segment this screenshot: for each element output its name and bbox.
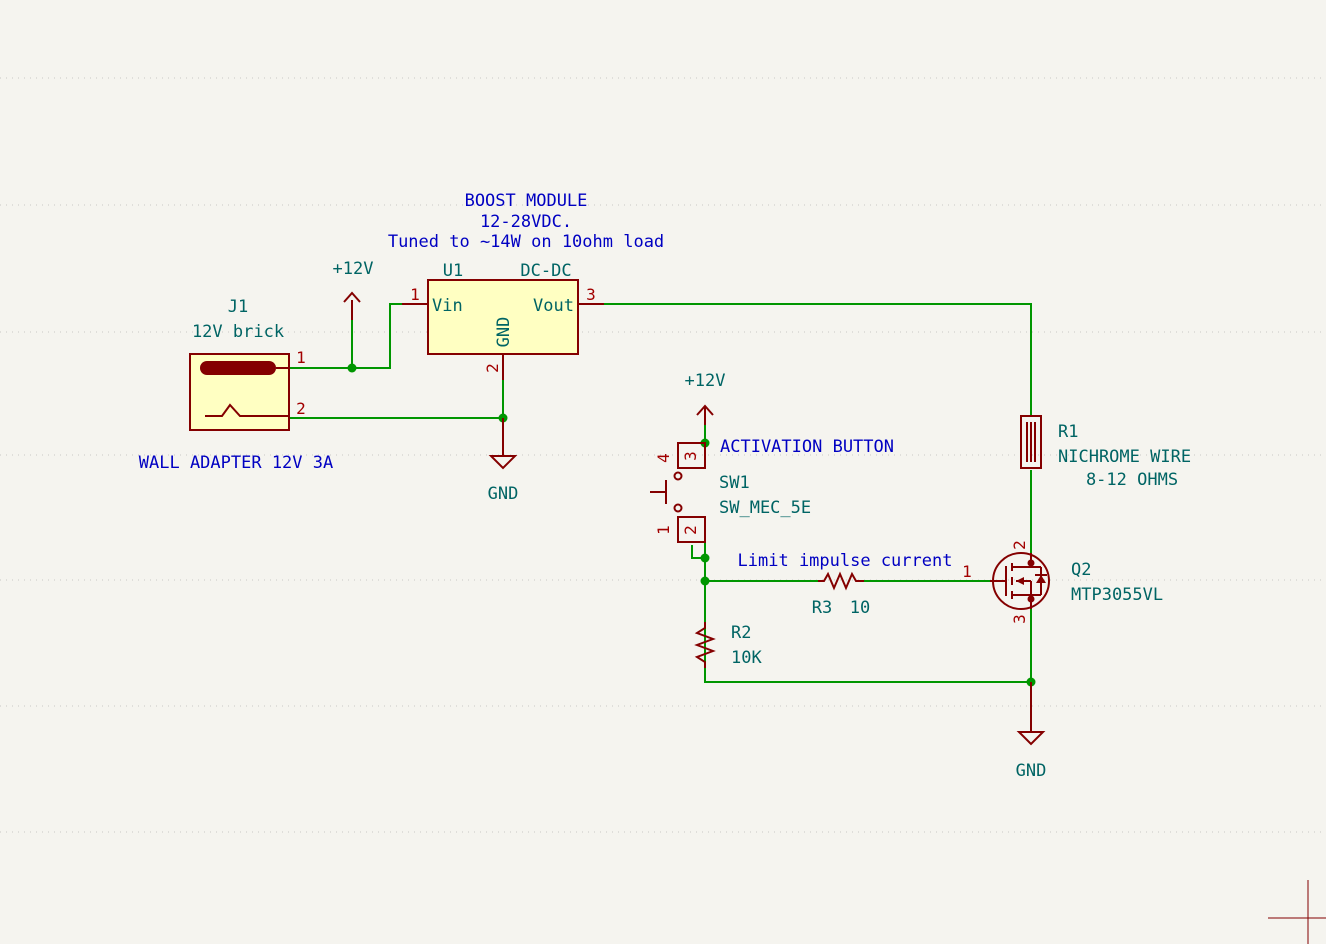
jack-center-pin: [200, 361, 276, 375]
wire-vout-to-r1[interactable]: [578, 303, 1032, 416]
ground-symbol[interactable]: [488, 418, 518, 470]
note-boost-line3: Tuned to ~14W on 10ohm load: [388, 232, 664, 252]
ground-symbol[interactable]: [1016, 682, 1046, 746]
r3-value: 10: [850, 598, 870, 618]
q2-mosfet-symbol[interactable]: [990, 552, 1050, 610]
j1-pin1-number: 1: [296, 348, 306, 367]
u1-pin-vout-name: Vout: [533, 296, 574, 316]
note-wall-adapter: WALL ADAPTER 12V 3A: [139, 453, 333, 473]
sw1-value: SW_MEC_5E: [719, 498, 811, 518]
r1-value-line1: NICHROME WIRE: [1058, 447, 1191, 467]
note-activation-button: ACTIVATION BUTTON: [720, 437, 894, 457]
mosfet-node-dot: [1027, 595, 1035, 603]
mosfet-arrow: [1016, 577, 1024, 585]
u1-pin-gnd-name: GND: [494, 317, 514, 348]
junction-dot: [347, 363, 357, 373]
u1-value: DC-DC: [520, 261, 571, 281]
j1-ref: J1: [228, 297, 248, 317]
sw1-ref: SW1: [719, 473, 750, 493]
j1-pin2-number: 2: [296, 399, 306, 418]
power-12v-label: +12V: [685, 371, 726, 391]
junction-dot: [700, 576, 710, 586]
r1-nichrome-resistor-symbol[interactable]: [1020, 415, 1042, 469]
q2-pin1-number: 1: [962, 562, 972, 581]
j1-value: 12V brick: [192, 322, 284, 342]
r2-ref: R2: [731, 623, 751, 643]
r2-resistor-symbol[interactable]: [694, 622, 716, 668]
r1-ref: R1: [1058, 422, 1078, 442]
u1-pin3-number: 3: [586, 285, 596, 304]
ground-label: GND: [488, 484, 519, 504]
j1-barrel-jack-symbol[interactable]: [189, 353, 290, 431]
note-boost-line2: 12-28VDC.: [480, 212, 572, 232]
note-limit-impulse: Limit impulse current: [738, 551, 953, 571]
power-12v-symbol[interactable]: [343, 291, 361, 320]
u1-pin2-number: 2: [483, 363, 502, 373]
q2-pin3-number: 3: [1010, 614, 1029, 624]
power-12v-symbol[interactable]: [696, 404, 714, 425]
sw1-pin3-number: 3: [681, 451, 700, 461]
sw1-pin2-number: 2: [681, 525, 700, 535]
r1-value-line2: 8-12 OHMS: [1086, 470, 1178, 490]
q2-value: MTP3055VL: [1071, 585, 1163, 605]
u1-ref: U1: [443, 261, 463, 281]
q2-ref: Q2: [1071, 560, 1091, 580]
mosfet-body-diode: [1036, 575, 1046, 583]
power-12v-label: +12V: [333, 259, 374, 279]
q2-pin2-number: 2: [1010, 540, 1029, 550]
note-boost-line1: BOOST MODULE: [465, 191, 588, 211]
grid-dots: [0, 77, 1326, 833]
junction-dot: [700, 553, 710, 563]
wire-r2-to-gnd[interactable]: [704, 680, 1031, 683]
r2-value: 10K: [731, 648, 762, 668]
u1-pin1-number: 1: [410, 285, 420, 304]
r3-resistor-symbol[interactable]: [818, 571, 864, 591]
sw1-pin1-number: 1: [654, 525, 673, 535]
sw1-pushbutton-symbol[interactable]: [650, 442, 706, 543]
u1-dc-dc-symbol[interactable]: [402, 279, 604, 380]
mosfet-node-dot: [1027, 559, 1035, 567]
ground-label: GND: [1016, 761, 1047, 781]
u1-pin-vin-name: Vin: [432, 296, 463, 316]
title-block-corner: [1268, 880, 1326, 944]
r3-ref: R3: [812, 598, 832, 618]
sw1-pin4-number: 4: [654, 453, 673, 463]
